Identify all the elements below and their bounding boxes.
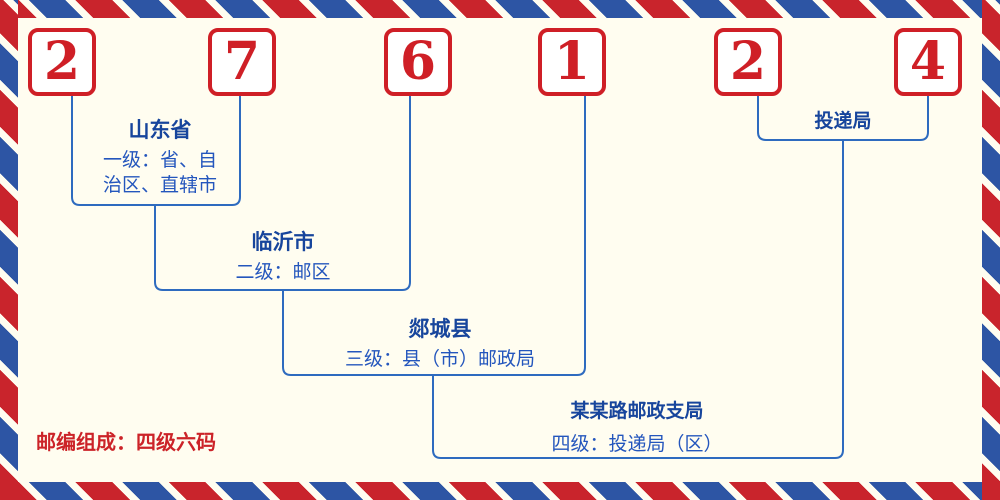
level-3-desc: 三级：县（市）邮政局 [344,349,536,370]
level-2-name: 临沂市 [251,231,315,254]
bracket-delivery [757,96,929,141]
level-1-name: 山东省 [128,119,192,142]
digit-value-1: 2 [43,31,81,92]
level-4-label: 某某路邮政支局 四级：投递局（区） [551,396,722,458]
airmail-border-left [0,0,18,500]
digit-box-4: 1 [538,28,606,96]
composition-note: 邮编组成：四级六码 [36,432,216,454]
digit-value-3: 6 [399,31,437,92]
level-2-label: 临沂市 二级：邮区 [235,226,330,286]
digit-box-1: 2 [28,28,96,96]
bracket-level-4 [432,140,844,459]
level-4-name: 某某路邮政支局 [570,401,704,422]
airmail-border-right [982,0,1000,500]
digit-value-5: 2 [729,31,767,92]
level-1-label: 山东省 一级：省、自治区、直辖市 [99,114,221,198]
digit-box-2: 7 [208,28,276,96]
airmail-border-bottom [0,482,1000,500]
digit-value-4: 1 [553,31,591,92]
level-3-name: 郯城县 [408,318,472,341]
level-1-desc: 一级：省、自治区、直辖市 [102,150,217,196]
digit-value-6: 4 [909,31,947,92]
digit-box-3: 6 [384,28,452,96]
airmail-border-top [0,0,1000,18]
delivery-office-name: 投递局 [814,111,872,132]
level-3-label: 郯城县 三级：县（市）邮政局 [345,313,535,373]
digit-box-6: 4 [894,28,962,96]
digit-box-5: 2 [714,28,782,96]
digit-value-2: 7 [223,31,261,92]
delivery-office-label: 投递局 [814,106,871,133]
level-2-desc: 二级：邮区 [235,262,331,283]
level-4-desc: 四级：投递局（区） [551,434,723,455]
